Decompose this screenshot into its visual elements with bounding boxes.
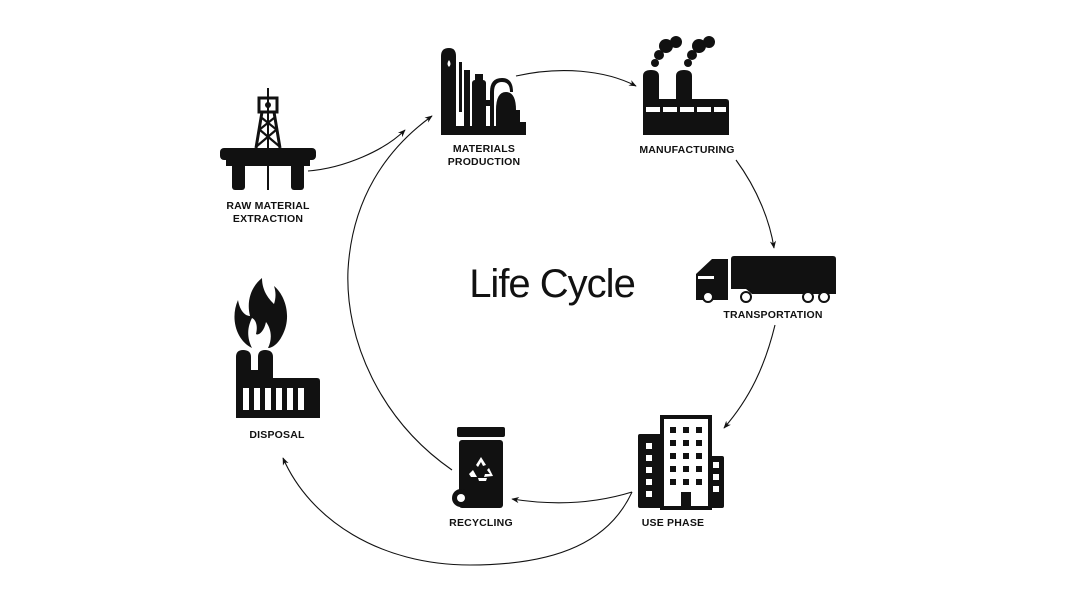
stage-label-line: RAW MATERIAL bbox=[226, 200, 310, 212]
stage-label-line: TRANSPORTATION bbox=[723, 309, 822, 321]
arrow-extraction-to-production bbox=[307, 129, 406, 172]
stage-materials-production: MATERIALS PRODUCTION bbox=[441, 48, 526, 168]
stage-label-line: MANUFACTURING bbox=[639, 144, 734, 156]
stage-use-phase: USE PHASE bbox=[638, 415, 724, 529]
oil-rig-icon bbox=[220, 88, 316, 190]
truck-icon bbox=[696, 256, 836, 303]
recycle-symbol-icon bbox=[469, 457, 493, 481]
stage-transportation: TRANSPORTATION bbox=[696, 256, 836, 321]
arrow-recycling-to-production bbox=[347, 115, 453, 471]
arrow-use-phase-to-disposal bbox=[282, 457, 633, 566]
flow-arrows bbox=[282, 70, 776, 566]
factory-icon bbox=[643, 36, 729, 135]
arrow-transportation-to-use-phase bbox=[723, 324, 776, 429]
arrow-production-to-manufacturing bbox=[515, 70, 637, 87]
stage-label-line: USE PHASE bbox=[642, 517, 704, 529]
stage-label-line: PRODUCTION bbox=[448, 156, 521, 168]
diagram-title: Life Cycle bbox=[469, 262, 635, 306]
refinery-icon bbox=[441, 48, 526, 135]
recycle-bin-icon bbox=[452, 427, 505, 508]
stage-label-line: EXTRACTION bbox=[233, 213, 303, 225]
stage-label-line: RECYCLING bbox=[449, 517, 513, 529]
stage-raw-material-extraction: RAW MATERIAL EXTRACTION bbox=[220, 88, 316, 225]
stage-manufacturing: MANUFACTURING bbox=[639, 36, 734, 156]
stage-recycling: RECYCLING bbox=[449, 427, 513, 529]
arrow-use-phase-to-recycling bbox=[511, 491, 633, 504]
incinerator-icon bbox=[234, 278, 320, 418]
stage-label-line: MATERIALS bbox=[453, 143, 515, 155]
arrow-manufacturing-to-transportation bbox=[735, 159, 776, 249]
stage-label-line: DISPOSAL bbox=[249, 429, 305, 441]
stage-disposal: DISPOSAL bbox=[234, 278, 320, 441]
building-icon bbox=[638, 415, 724, 510]
